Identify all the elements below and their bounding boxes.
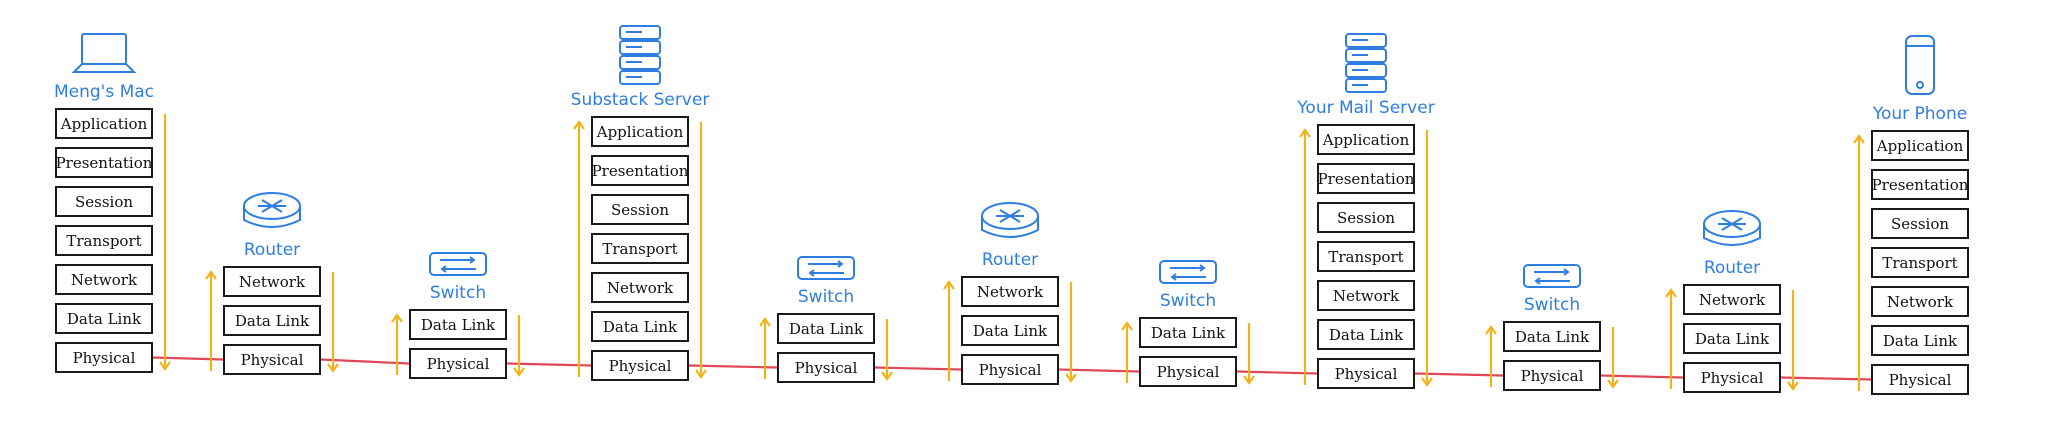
layer-datalink: Data Link — [1683, 323, 1781, 354]
layer-datalink: Data Link — [55, 303, 153, 334]
device-label: Switch — [797, 287, 855, 307]
layer-physical: Physical — [1871, 364, 1969, 395]
layer-transport: Transport — [591, 233, 689, 264]
up-arrow-head — [1299, 128, 1311, 138]
layer-network: Network — [223, 266, 321, 297]
layer-datalink: Data Link — [223, 305, 321, 336]
device-label: Your Mail Server — [1297, 98, 1435, 118]
layer-physical: Physical — [409, 348, 507, 379]
layer-network: Network — [1871, 286, 1969, 317]
up-arrow-head — [759, 317, 771, 327]
layer-presentation: Presentation — [1871, 169, 1969, 200]
down-arrow-head — [1787, 381, 1799, 391]
layer-session: Session — [1871, 208, 1969, 239]
layer-datalink: Data Link — [409, 309, 507, 340]
up-arrow-head — [205, 270, 217, 280]
layer-session: Session — [1317, 202, 1415, 233]
layer-datalink: Data Link — [961, 315, 1059, 346]
layer-physical: Physical — [1139, 356, 1237, 387]
device-label: Router — [243, 240, 301, 260]
layer-physical: Physical — [223, 344, 321, 375]
device-label: Router — [981, 250, 1039, 270]
down-arrow-head — [1421, 377, 1433, 387]
up-arrow-head — [943, 280, 955, 290]
router-icon — [1703, 210, 1761, 246]
device-label: Switch — [1159, 291, 1217, 311]
layer-application: Application — [1871, 130, 1969, 161]
layer-datalink: Data Link — [1871, 325, 1969, 356]
layer-presentation: Presentation — [55, 147, 153, 178]
device-label: Substack Server — [570, 90, 710, 110]
down-arrow-head — [1243, 375, 1255, 385]
up-arrow-head — [573, 120, 585, 130]
layer-physical: Physical — [1503, 360, 1601, 391]
device-label: Router — [1703, 258, 1761, 278]
up-arrow-head — [1485, 325, 1497, 335]
layer-physical: Physical — [1317, 358, 1415, 389]
layer-network: Network — [961, 276, 1059, 307]
laptop-icon — [71, 33, 137, 73]
down-arrow-head — [159, 361, 171, 371]
layer-network: Network — [591, 272, 689, 303]
layer-datalink: Data Link — [591, 311, 689, 342]
router-icon — [243, 192, 301, 228]
down-arrow-head — [695, 369, 707, 379]
layer-transport: Transport — [55, 225, 153, 256]
layer-session: Session — [55, 186, 153, 217]
switch-icon — [1159, 260, 1217, 284]
layer-application: Application — [591, 116, 689, 147]
down-arrow-head — [881, 371, 893, 381]
layer-physical: Physical — [591, 350, 689, 381]
layer-datalink: Data Link — [1139, 317, 1237, 348]
switch-icon — [797, 256, 855, 280]
layer-physical: Physical — [961, 354, 1059, 385]
up-arrow-head — [391, 313, 403, 323]
layer-presentation: Presentation — [591, 155, 689, 186]
layer-transport: Transport — [1317, 241, 1415, 272]
up-arrow-head — [1121, 321, 1133, 331]
layer-application: Application — [1317, 124, 1415, 155]
switch-icon — [429, 252, 487, 276]
device-label: Switch — [1523, 295, 1581, 315]
up-arrow-head — [1853, 134, 1865, 144]
layer-datalink: Data Link — [1503, 321, 1601, 352]
router-icon — [981, 202, 1039, 238]
device-label: Meng's Mac — [53, 82, 155, 102]
layer-datalink: Data Link — [777, 313, 875, 344]
device-label: Your Phone — [1872, 104, 1968, 124]
layer-network: Network — [1683, 284, 1781, 315]
down-arrow-head — [513, 367, 525, 377]
layer-session: Session — [591, 194, 689, 225]
server-icon — [619, 25, 661, 85]
layer-presentation: Presentation — [1317, 163, 1415, 194]
switch-icon — [1523, 264, 1581, 288]
layer-network: Network — [1317, 280, 1415, 311]
server-icon — [1345, 33, 1387, 93]
layer-application: Application — [55, 108, 153, 139]
layer-physical: Physical — [1683, 362, 1781, 393]
phone-icon — [1905, 35, 1935, 95]
layer-datalink: Data Link — [1317, 319, 1415, 350]
down-arrow-head — [1607, 379, 1619, 389]
up-arrow-head — [1665, 288, 1677, 298]
layer-physical: Physical — [777, 352, 875, 383]
layer-physical: Physical — [55, 342, 153, 373]
down-arrow-head — [1065, 373, 1077, 383]
device-label: Switch — [429, 283, 487, 303]
layer-network: Network — [55, 264, 153, 295]
layer-transport: Transport — [1871, 247, 1969, 278]
down-arrow-head — [327, 363, 339, 373]
